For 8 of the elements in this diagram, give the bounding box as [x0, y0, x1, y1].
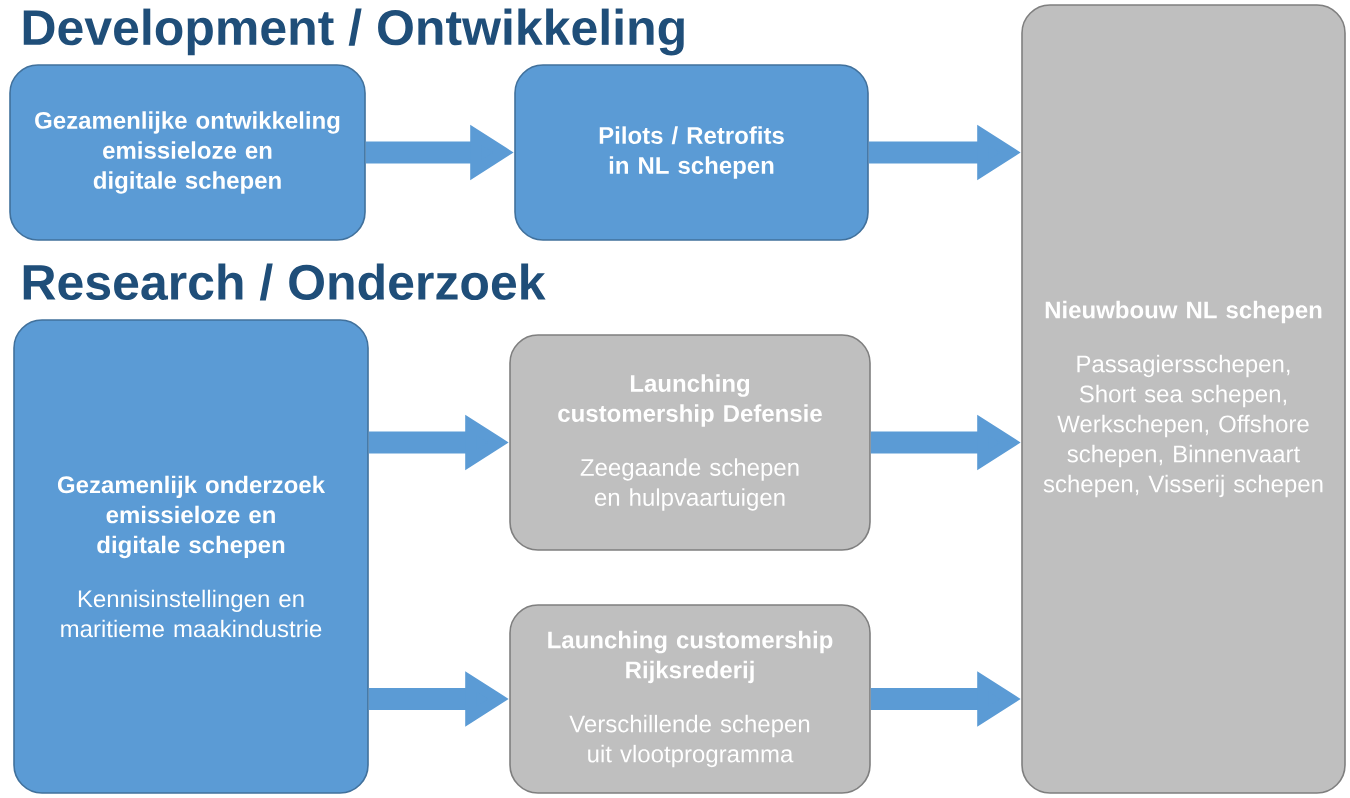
process-box: Pilots / Retrofits in NL schepen [514, 64, 869, 241]
process-box: Nieuwbouw NL schepen Passagiersschepen, Short sea schepen, Werkschepen, Offshore schepen, Binnenvaart schepen, Visserij schepen [1021, 4, 1346, 794]
process-box: Launching customership Rijksrederij Verschillende schepen uit vlootprogramma [509, 604, 871, 794]
section-title: Development / Ontwikkeling [23, 8, 684, 56]
process-box: Gezamenlijke ontwikkeling emissieloze en digitale schepen [9, 64, 366, 241]
section-title: Research / Onderzoek [23, 263, 546, 301]
process-box: Gezamenlijk onderzoek emissieloze en digitale schepen Kennisinstellingen en maritieme maakindustrie [13, 319, 369, 794]
process-box: Launching customership Defensie Zeegaande schepen en hulpvaartuigen [509, 334, 871, 551]
